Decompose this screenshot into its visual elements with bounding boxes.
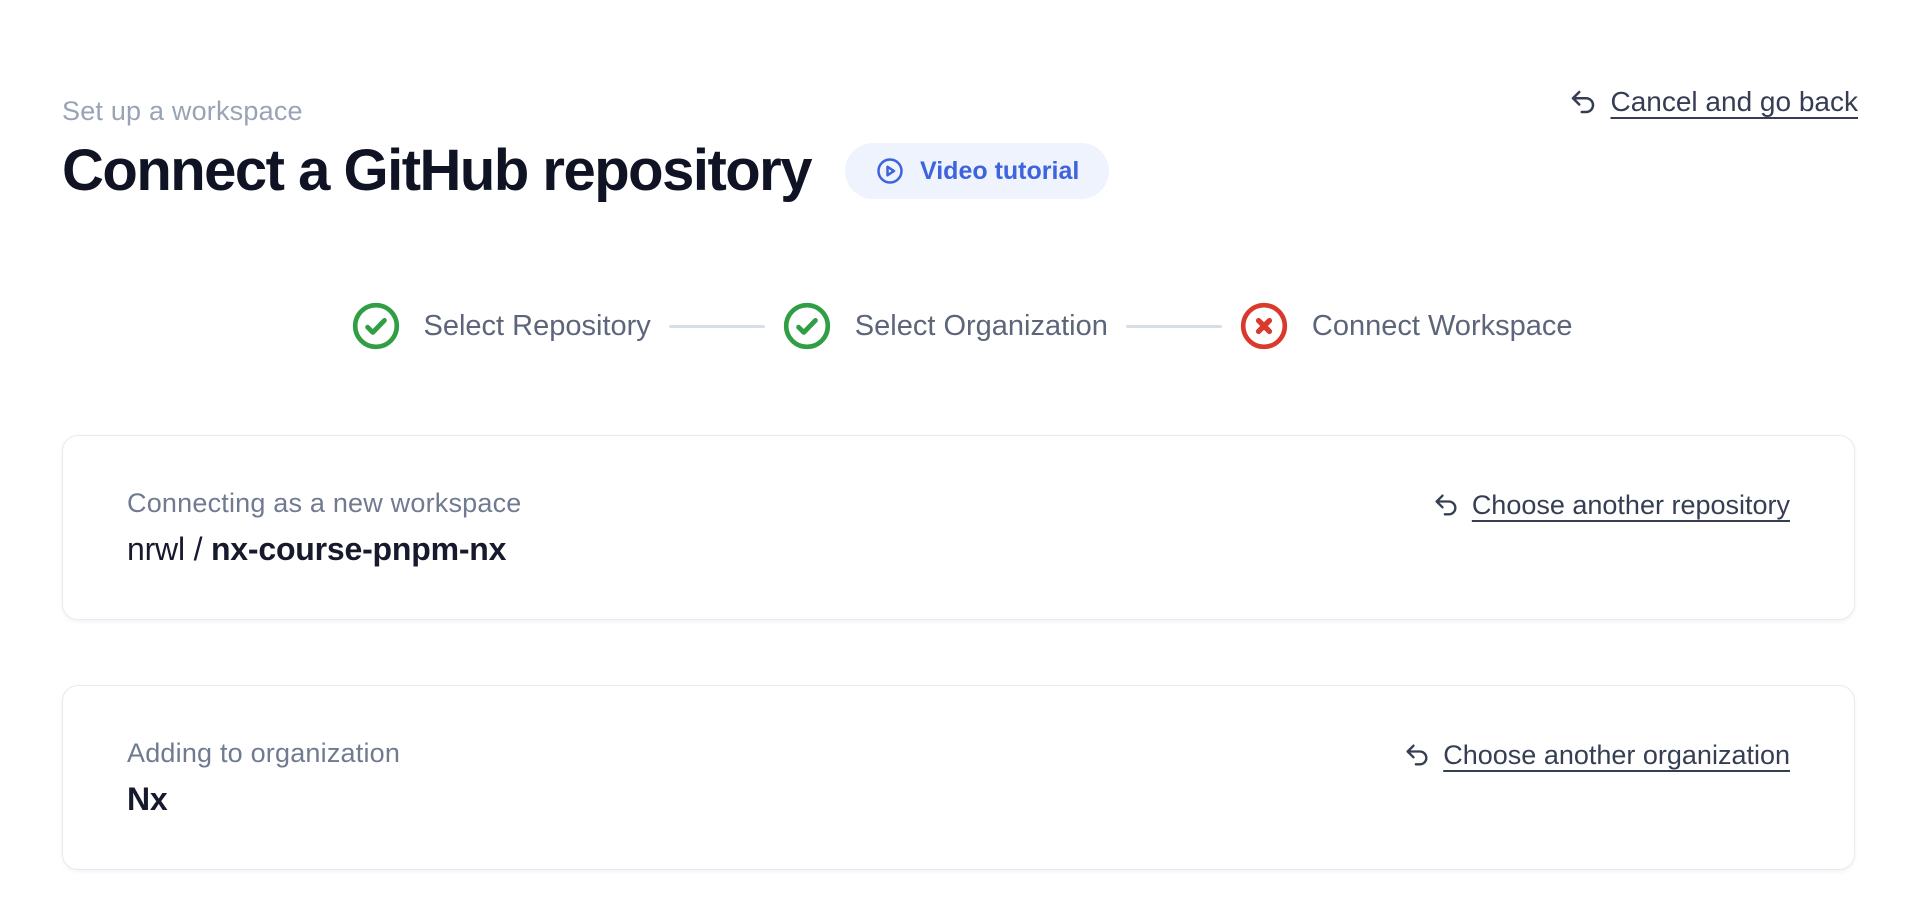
page-title: Connect a GitHub repository — [62, 138, 813, 203]
repository-owner: nrwl / — [127, 530, 211, 567]
step-connector — [1125, 324, 1222, 328]
choose-another-repository-link[interactable]: Choose another repository — [1432, 490, 1790, 521]
video-tutorial-label: Video tutorial — [920, 156, 1080, 185]
undo-icon — [1572, 90, 1595, 114]
organization-value: Nx — [127, 780, 168, 817]
step-select-organization: Select Organization — [783, 302, 1108, 350]
repository-card: Connecting as a new workspace nrwl / nx-… — [62, 435, 1855, 620]
choose-organization-label: Choose another organization — [1443, 739, 1790, 770]
choose-another-organization-link[interactable]: Choose another organization — [1403, 740, 1790, 771]
step-connect-workspace: Connect Workspace — [1240, 302, 1573, 350]
undo-icon — [1406, 744, 1428, 766]
repository-repo: nx-course-pnpm-nx — [210, 530, 507, 567]
video-tutorial-button[interactable]: Video tutorial — [845, 143, 1110, 200]
x-circle-icon — [1240, 302, 1287, 350]
step-label: Select Repository — [423, 309, 651, 342]
organization-card-label: Adding to organization — [127, 737, 401, 768]
check-circle-icon — [783, 302, 830, 350]
step-label: Select Organization — [854, 309, 1108, 342]
step-select-repository: Select Repository — [352, 302, 651, 350]
repository-info: Connecting as a new workspace nrwl / nx-… — [127, 488, 522, 568]
step-connector — [668, 324, 765, 328]
eyebrow-label: Set up a workspace — [62, 96, 303, 126]
stepper: Select Repository Select Organization Co… — [0, 302, 1924, 350]
repository-name: nrwl / nx-course-pnpm-nx — [127, 531, 522, 568]
step-label: Connect Workspace — [1311, 309, 1573, 342]
heading-row: Connect a GitHub repository Video tutori… — [62, 138, 1110, 205]
undo-icon — [1435, 494, 1457, 516]
repository-card-label: Connecting as a new workspace — [127, 487, 522, 518]
check-circle-icon — [352, 302, 399, 350]
play-circle-icon — [877, 158, 903, 185]
cancel-and-go-back-link[interactable]: Cancel and go back — [1568, 86, 1858, 118]
organization-name: Nx — [127, 781, 400, 818]
cancel-link-label: Cancel and go back — [1610, 86, 1858, 117]
organization-card: Adding to organization Nx Choose another… — [62, 685, 1855, 870]
choose-repository-label: Choose another repository — [1471, 489, 1790, 520]
organization-info: Adding to organization Nx — [127, 738, 400, 818]
